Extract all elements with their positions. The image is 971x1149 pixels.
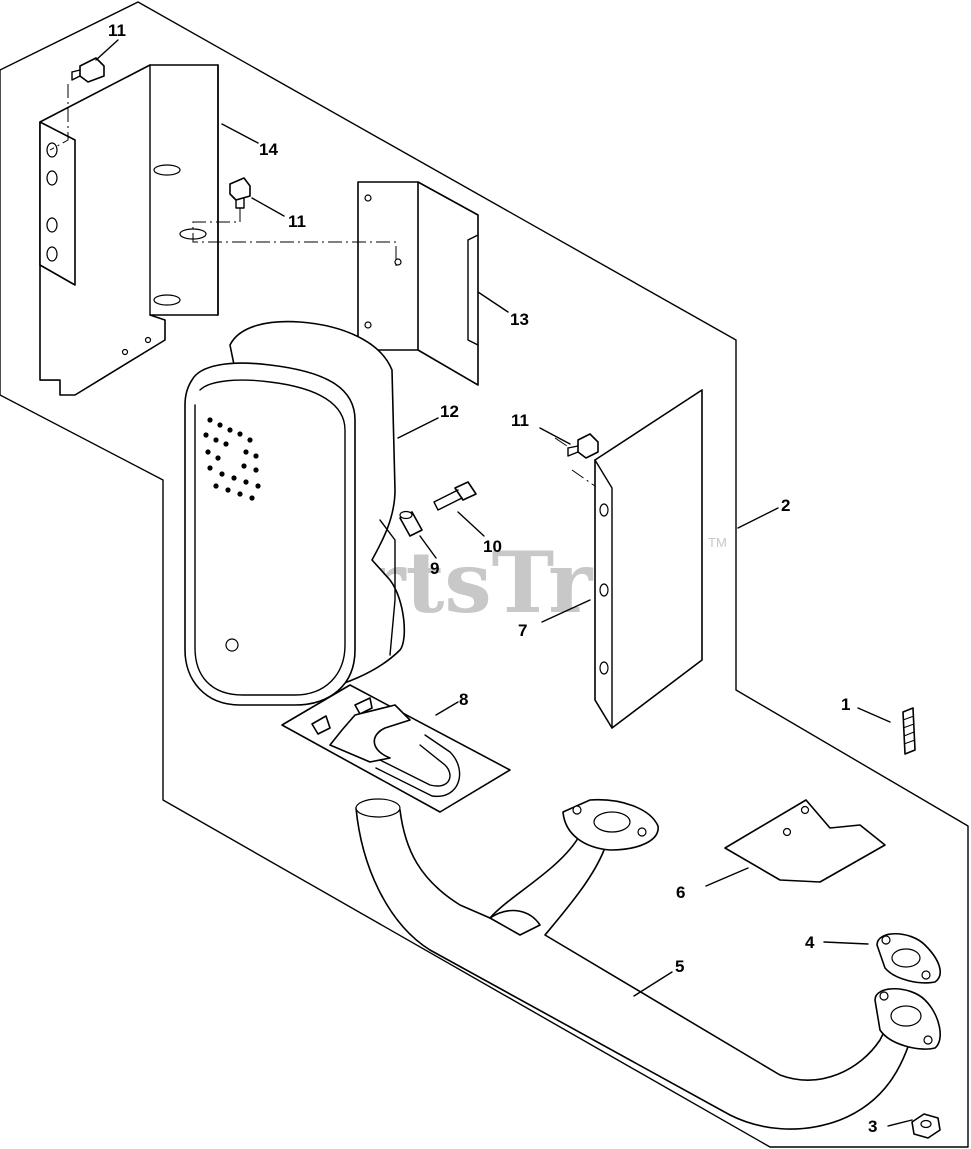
part-3-nut[interactable] bbox=[911, 1113, 941, 1139]
part-8-hardware-kit[interactable] bbox=[281, 684, 511, 813]
callout-5: 5 bbox=[675, 957, 684, 976]
part-9-spacer[interactable] bbox=[399, 510, 423, 537]
callout-11-top: 11 bbox=[108, 21, 126, 40]
part-6-gasket-plate[interactable] bbox=[724, 799, 886, 883]
part-14-bracket[interactable] bbox=[39, 64, 219, 396]
part-11-screw-middle[interactable] bbox=[229, 177, 251, 209]
callout-6: 6 bbox=[676, 883, 685, 902]
callout-9: 9 bbox=[430, 559, 439, 578]
callout-12: 12 bbox=[440, 402, 459, 421]
leader-lines bbox=[95, 39, 913, 1127]
callout-11-right: 11 bbox=[511, 411, 529, 430]
callout-3: 3 bbox=[868, 1117, 877, 1136]
callout-10: 10 bbox=[483, 537, 502, 556]
callout-7: 7 bbox=[518, 621, 527, 640]
pipe-outlet-flange bbox=[874, 988, 941, 1050]
part-7-heat-shield[interactable] bbox=[594, 389, 703, 729]
part-11-screw-right[interactable] bbox=[567, 433, 599, 459]
callout-13: 13 bbox=[510, 310, 529, 329]
alignment-line-14 bbox=[49, 84, 69, 151]
muffler-vent-holes bbox=[203, 417, 261, 501]
watermark-trademark: TM bbox=[708, 535, 727, 550]
callout-14: 14 bbox=[259, 140, 278, 159]
part-10-bolt[interactable] bbox=[433, 481, 477, 511]
callout-2: 2 bbox=[781, 496, 790, 515]
part-4-flange-gasket[interactable] bbox=[876, 933, 941, 984]
callout-8: 8 bbox=[459, 690, 468, 709]
part-12-muffler[interactable] bbox=[184, 320, 406, 706]
part-11-screw-top-left[interactable] bbox=[71, 57, 105, 83]
part-13-shield-bracket[interactable] bbox=[357, 181, 479, 386]
part-5-exhaust-pipe[interactable] bbox=[355, 798, 916, 1130]
alignment-line-11b bbox=[192, 208, 397, 270]
callout-11-middle: 11 bbox=[288, 212, 306, 231]
callout-1: 1 bbox=[841, 695, 850, 714]
part-1-stud[interactable] bbox=[902, 707, 916, 755]
callout-4: 4 bbox=[805, 933, 815, 952]
